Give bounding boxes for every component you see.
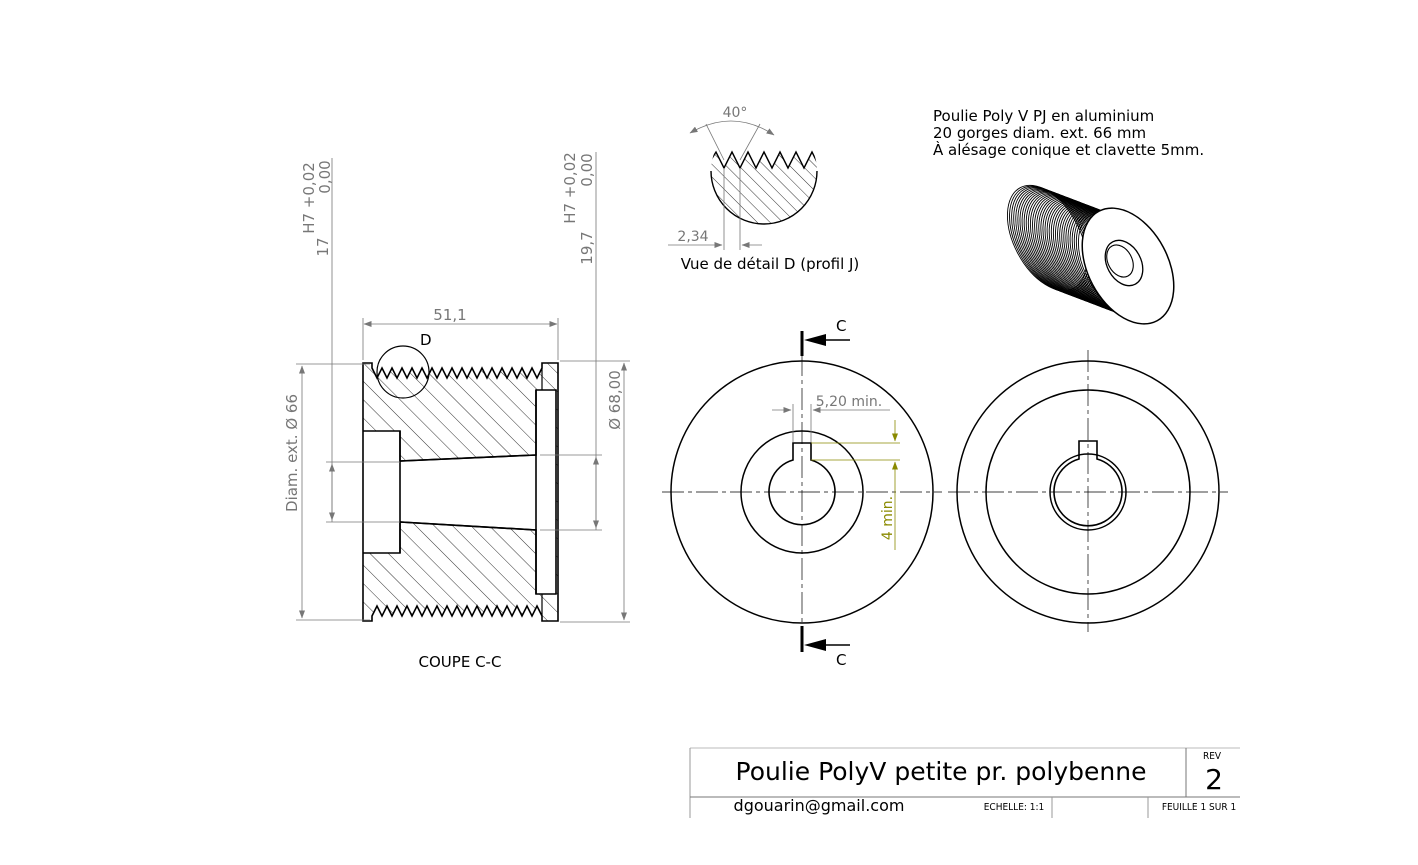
author-email: dgouarin@gmail.com	[734, 796, 905, 815]
back-view	[948, 350, 1228, 632]
detail-marker: D	[420, 331, 432, 349]
title-block: Poulie PolyV petite pr. polybenne REV 2 …	[689, 747, 1240, 818]
profile-angle: 40°	[723, 105, 748, 121]
detail-profile	[711, 150, 817, 224]
note-line-1: Poulie Poly V PJ en aluminium	[933, 107, 1154, 125]
keyed-bore	[768, 442, 836, 526]
front-view: C C 5,20 min. 4 min.	[662, 317, 942, 669]
keyway-depth-dimension: 4 min.	[880, 496, 896, 540]
notes: Poulie Poly V PJ en aluminium 20 gorges …	[933, 107, 1204, 159]
detail-circle	[376, 345, 430, 399]
bore-small-tol-lower: 0,00	[316, 160, 334, 193]
profile-pitch: 2,34	[677, 229, 708, 245]
section-label: COUPE C-C	[419, 653, 502, 671]
flange-diameter-dimension: Ø 68,00	[606, 370, 624, 430]
width-dimension: 51,1	[433, 306, 466, 324]
bore-large-nominal: 19,7	[578, 231, 596, 264]
note-line-2: 20 gorges diam. ext. 66 mm	[933, 124, 1146, 142]
section-letter-bottom: C	[836, 651, 846, 669]
section-view: D 51,1 Diam. ext. Ø 66 17 H7 +0,02 0,00 …	[283, 152, 630, 671]
bore-small-nominal: 17	[314, 237, 332, 256]
bore-large-tol-lower: 0,00	[578, 153, 596, 186]
detail-label: Vue de détail D (profil J)	[681, 255, 860, 273]
note-line-3: À alésage conique et clavette 5mm.	[933, 140, 1204, 159]
section-body	[362, 362, 559, 622]
drawing-title: Poulie PolyV petite pr. polybenne	[736, 757, 1147, 786]
bore-small-tol-upper: H7 +0,02	[300, 162, 318, 234]
bore-large-tol-upper: H7 +0,02	[561, 152, 579, 224]
isometric-view	[1006, 184, 1175, 325]
scale-label: ECHELLE: 1:1	[984, 802, 1045, 813]
keyway-width-dimension: 5,20 min.	[816, 394, 882, 410]
section-letter-top: C	[836, 317, 846, 335]
detail-view: 40° 2,34 Vue de détail D (profil J)	[668, 105, 859, 273]
rev-value: 2	[1205, 763, 1223, 796]
sheet-label: FEUILLE 1 SUR 1	[1162, 802, 1236, 813]
rev-label: REV	[1203, 751, 1222, 762]
outer-diameter-dimension: Diam. ext. Ø 66	[283, 394, 301, 512]
